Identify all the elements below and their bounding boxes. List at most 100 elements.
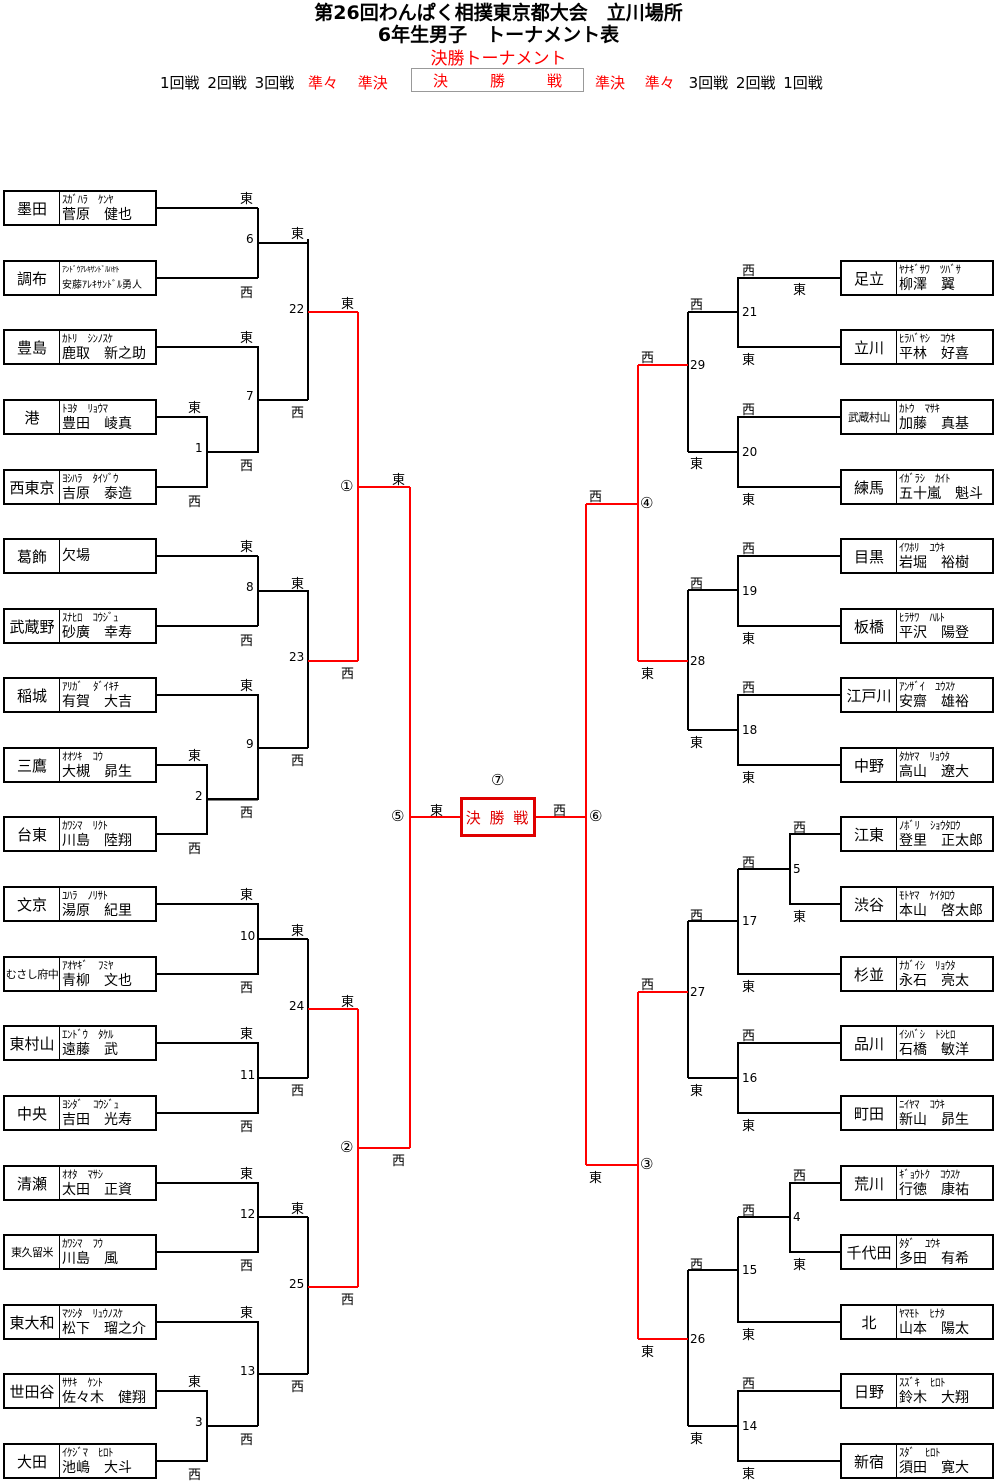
wrestler-kana: ﾓﾄﾔﾏ ｹｲﾀﾛｳ <box>899 888 955 902</box>
ward-name: 世田谷 <box>9 1382 55 1401</box>
ward-name: 清瀬 <box>16 1174 47 1193</box>
wrestler-name: 須田 寛大 <box>899 1459 969 1476</box>
west-label: 西 <box>793 821 807 836</box>
wrestler-cell: ｲｶﾞﾗｼ ｶｲﾄ五十嵐 魁斗 <box>896 471 992 503</box>
ward-name: 稲城 <box>16 686 47 705</box>
wrestler-kana: ｽｽﾞｷ ﾋﾛﾄ <box>899 1375 946 1389</box>
ward-name: 葛飾 <box>16 547 47 566</box>
west-label: 西 <box>188 1468 202 1483</box>
ward-name: むさし府中 <box>5 968 59 981</box>
west-label: 西 <box>742 1029 756 1044</box>
wrestler-kana: ｻｻｷ ｹﾝﾄ <box>62 1375 103 1389</box>
wrestler-name: 欠場 <box>62 547 90 564</box>
wrestler-cell: ｶﾄﾘ ｼﾝﾉｽｹ鹿取 新之助 <box>59 331 155 363</box>
west-label: 西 <box>240 459 254 474</box>
entry-box: 調布ｱﾝﾄﾞｳｱﾚｷｻﾝﾄﾞﾙﾊﾔﾄ安藤ｱﾚｷｻﾝﾄﾞﾙ勇人 <box>3 260 157 296</box>
wrestler-name: 五十嵐 魁斗 <box>899 485 983 502</box>
wrestler-cell: ﾔﾏﾓﾄ ﾋﾅﾀ山本 陽太 <box>896 1306 992 1338</box>
west-label: 西 <box>641 978 655 993</box>
wrestler-cell: ﾋﾗｻﾜ ﾊﾙﾄ平沢 陽登 <box>896 610 992 642</box>
round-label: 3回戦 <box>688 74 729 92</box>
wrestler-cell: ｲｼﾊﾞｼ ﾄｼﾋﾛ石橋 敏洋 <box>896 1027 992 1059</box>
wrestler-kana: ｽﾀﾞ ﾋﾛﾄ <box>899 1445 941 1459</box>
entry-box: 渋谷ﾓﾄﾔﾏ ｹｲﾀﾛｳ本山 啓太郎 <box>840 886 994 922</box>
wrestler-kana: ｽｶﾞﾊﾗ ｹﾝﾔ <box>62 192 114 206</box>
east-label: 東 <box>742 353 756 368</box>
entry-box: 稲城ｱﾘｶﾞ ﾀﾞｲｷﾁ有賀 大吉 <box>3 677 157 713</box>
entry-box: 東大和ﾏﾂｼﾀ ﾘｭｳﾉｽｹ松下 瑠之介 <box>3 1304 157 1340</box>
west-label: 西 <box>641 351 655 366</box>
east-label: 東 <box>188 401 202 416</box>
west-label: 西 <box>240 806 254 821</box>
entry-box: 日野ｽｽﾞｷ ﾋﾛﾄ鈴木 大翔 <box>840 1373 994 1409</box>
entry-box: 墨田ｽｶﾞﾊﾗ ｹﾝﾔ菅原 健也 <box>3 190 157 226</box>
round-label: 1回戦 <box>160 74 200 92</box>
wrestler-cell: ｵｵﾀ ﾏｻｼ太田 正資 <box>59 1167 155 1199</box>
round-label: 準決 <box>357 74 388 92</box>
west-label: 西 <box>392 1154 406 1169</box>
west-label: 西 <box>291 754 305 769</box>
ward-name: 北 <box>861 1313 877 1332</box>
wrestler-kana: ｶﾄﾘ ｼﾝﾉｽｹ <box>62 331 113 345</box>
ward-name: 品川 <box>853 1034 884 1053</box>
ward-name: 西東京 <box>9 478 55 497</box>
west-label: 西 <box>553 804 567 819</box>
wrestler-name: 石橋 敏洋 <box>899 1041 969 1058</box>
ward-name: 渋谷 <box>853 895 884 914</box>
match-number: 19 <box>742 584 758 598</box>
east-label: 東 <box>240 192 254 207</box>
east-label: 東 <box>742 493 756 508</box>
west-label: 西 <box>188 495 202 510</box>
wrestler-name: 安齋 雄裕 <box>899 693 969 710</box>
entry-box: 豊島ｶﾄﾘ ｼﾝﾉｽｹ鹿取 新之助 <box>3 329 157 365</box>
wrestler-kana: ﾋﾗｻﾜ ﾊﾙﾄ <box>899 610 945 624</box>
wrestler-name: 加藤 真基 <box>899 415 969 432</box>
wrestler-cell: ｵｵﾂｷ ｺｳ大槻 昴生 <box>59 749 155 781</box>
wrestler-name: 川島 陸翔 <box>62 832 132 849</box>
west-label: 西 <box>240 1259 254 1274</box>
entry-box: 大田ｲｹｼﾞﾏ ﾋﾛﾄ池嶋 大斗 <box>3 1443 157 1479</box>
match-number: 6 <box>246 232 254 246</box>
west-label: 西 <box>240 1433 254 1448</box>
wrestler-name: 豊田 崚真 <box>62 415 132 432</box>
east-label: 東 <box>690 457 704 472</box>
ward-name: 東大和 <box>9 1313 55 1332</box>
ward-name: 文京 <box>16 895 47 914</box>
final-label: 決 勝 戦 <box>465 808 531 827</box>
wrestler-cell: ｶﾜｼﾏ ﾌｳ川島 風 <box>59 1236 155 1268</box>
west-label: 西 <box>742 681 756 696</box>
wrestler-name: 新山 昴生 <box>899 1111 969 1128</box>
match-number: 29 <box>690 358 706 372</box>
east-label: 東 <box>240 1306 254 1321</box>
round-labels-right: 準決 準々 3回戦 2回戦 1回戦 <box>595 72 826 93</box>
circled-match-number: ② <box>340 1138 354 1156</box>
wrestler-kana: ｶﾄｳ ﾏｻｷ <box>899 401 940 415</box>
wrestler-kana: ﾖｼﾊﾗ ﾀｲｿﾞｳ <box>62 471 119 485</box>
match-number: 8 <box>246 580 254 594</box>
ward-name: 立川 <box>853 338 884 357</box>
west-label: 西 <box>690 298 704 313</box>
ward-name: 町田 <box>853 1104 884 1123</box>
ward-name: 新宿 <box>853 1452 884 1471</box>
east-label: 東 <box>742 1467 756 1482</box>
wrestler-cell: 欠場 <box>59 540 155 572</box>
match-number: 12 <box>240 1207 256 1221</box>
wrestler-kana: ｲｹｼﾞﾏ ﾋﾛﾄ <box>62 1445 114 1459</box>
entry-box: 立川ﾋﾗﾊﾞﾔｼ ｺｳｷ平林 好喜 <box>840 329 994 365</box>
wrestler-kana: ﾋﾗﾊﾞﾔｼ ｺｳｷ <box>899 331 956 345</box>
match-number: 7 <box>246 389 254 403</box>
ward-name: 江戸川 <box>846 686 892 705</box>
wrestler-name: 吉原 泰造 <box>62 485 132 502</box>
ward-name: 足立 <box>853 269 884 288</box>
wrestler-cell: ﾏﾂｼﾀ ﾘｭｳﾉｽｹ松下 瑠之介 <box>59 1306 155 1338</box>
match-number: 10 <box>240 929 256 943</box>
wrestler-kana: ﾅｶﾞｲｼ ﾘｮｳﾀ <box>899 958 956 972</box>
wrestler-cell: ｲﾜﾎﾘ ﾕｳｷ岩堀 裕樹 <box>896 540 992 572</box>
west-label: 西 <box>291 1380 305 1395</box>
wrestler-name: 永石 亮太 <box>899 972 969 989</box>
entry-box: 東久留米ｶﾜｼﾏ ﾌｳ川島 風 <box>3 1234 157 1270</box>
page-subtitle: 6年生男子 トーナメント表 <box>377 24 620 46</box>
circled-match-number: ⑥ <box>589 807 603 825</box>
wrestler-cell: ﾔﾅｷﾞｻﾜ ﾂﾊﾞｻ柳澤 翼 <box>896 262 992 294</box>
